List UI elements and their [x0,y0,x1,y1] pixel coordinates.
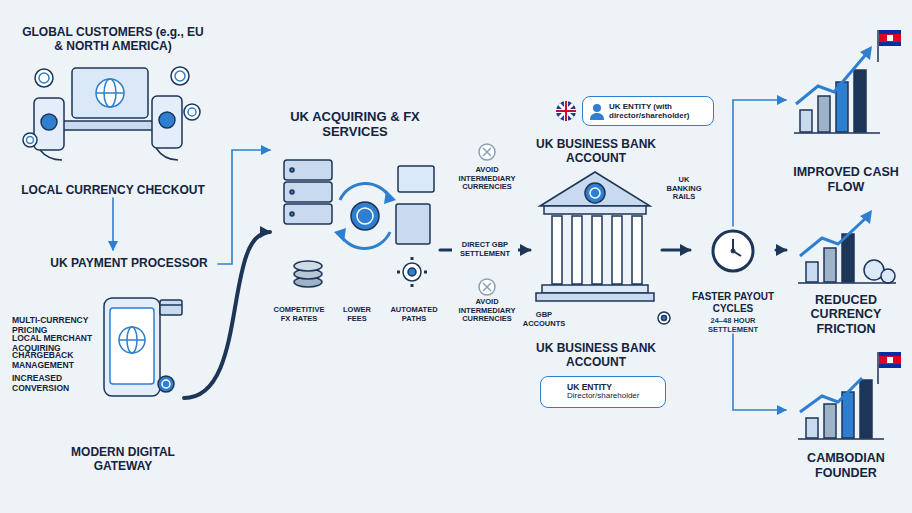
node-heading: UK ENTITY (with director/shareholder) [609,102,709,120]
fx-servers [284,160,434,287]
node-subtext: UK BUSINESS BANK ACCOUNT [530,342,662,370]
node-heading: UK BUSINESS BANK ACCOUNT [530,138,662,166]
gateway-phone [104,298,182,396]
node-heading: CAMBODIAN FOUNDER [786,451,906,480]
benefit-group: IMPROVED CASH FLOW [786,28,906,194]
node-heading: IMPROVED CASH FLOW [786,165,906,194]
growth-chart [794,46,896,439]
flow-arrow [733,334,786,410]
fx-services-group: UK ACQUIRING & FX SERVICES [270,110,440,302]
node-subtext: 24–48 HOUR SETTLEMENT [690,316,776,334]
node-heading: UK PAYMENT PROCESSOR [40,257,218,271]
feature-label: GBP ACCOUNTS [518,311,570,328]
flow-arrow [112,198,114,250]
node-heading: GLOBAL CUSTOMERS (e.g., EU & NORTH AMERI… [18,26,208,54]
node-subtext: LOCAL CURRENCY CHECKOUT [18,184,208,198]
node-subtext: Director/shareholder [567,392,661,401]
node-heading: MODERN DIGITAL GATEWAY [62,446,184,474]
payout-group: FASTER PAYOUT CYCLES 24–48 HOUR SETTLEMEN… [690,226,776,334]
entity-badge: UK ENTITYDirector/shareholder [540,376,666,408]
customer-devices [23,67,200,160]
feature-label: MULTI-CURRENCY PRICING [12,316,98,336]
feature-label: LOWER FEES [334,306,380,323]
flow-arrow [218,150,270,264]
node-heading: FASTER PAYOUT CYCLES [690,291,776,314]
benefit-group: CAMBODIAN FOUNDER [786,352,906,480]
feature-label: AVOID INTERMEDIARY CURRENCIES [448,298,526,324]
feature-label: CHARGEBACK MANAGEMENT [12,351,98,371]
person-icon [587,101,607,121]
entity-badge: UK ENTITY (with director/shareholder) [582,96,714,126]
clock-icon [713,231,753,271]
feature-label: COMPETITIVE FX RATES [268,306,330,323]
cambodia-flag [878,30,901,384]
customer-group: GLOBAL CUSTOMERS (e.g., EU & NORTH AMERI… [18,26,208,198]
bank-group: UK BUSINESS BANK ACCOUNT UK BUSINESS BANK… [530,138,662,370]
feature-label: INCREASED CONVERSION [12,374,98,394]
flow-arrow [662,249,690,252]
node-heading: REDUCED CURRENCY FRICTION [786,293,906,336]
processor-label: UK PAYMENT PROCESSOR [40,250,218,278]
node-heading: UK ENTITY [567,383,661,392]
flow-arrow [733,100,786,226]
feature-label: AUTOMATED PATHS [384,306,444,323]
flow-arrow [776,249,786,252]
benefit-group: REDUCED CURRENCY FRICTION [786,208,906,336]
edge-label: DIRECT GBP SETTLEMENT [452,240,518,259]
bank-building [536,172,670,324]
feature-label: UK BANKING RAILS [662,176,706,202]
node-heading: UK ACQUIRING & FX SERVICES [270,110,440,140]
feature-label: AVOID INTERMEDIARY CURRENCIES [448,166,526,192]
